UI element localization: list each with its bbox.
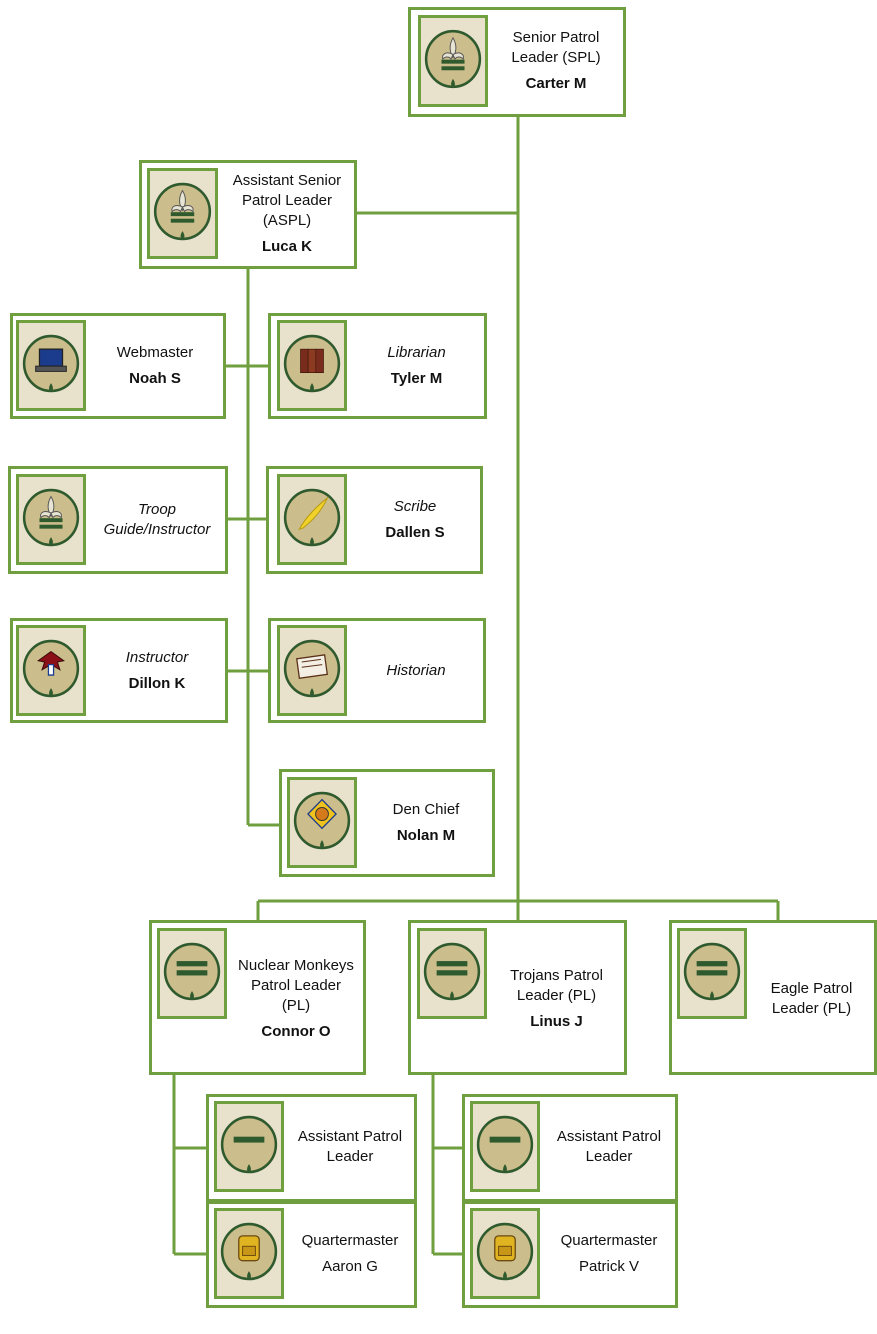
- position-text: Assistant Patrol Leader: [288, 1101, 412, 1192]
- scrapbook-icon: [280, 628, 344, 713]
- position-title: Webmaster: [116, 343, 194, 361]
- position-title: Assistant Senior Patrol Leader (ASPL): [232, 171, 342, 229]
- position-badge: [16, 474, 86, 565]
- position-title: Trojans Patrol Leader (PL): [510, 966, 603, 1004]
- fleur-de-lis-icon: [150, 171, 215, 256]
- position-badge: [147, 168, 218, 259]
- position-title: Assistant Patrol Leader: [556, 1127, 662, 1165]
- position-badge: [277, 625, 347, 716]
- position-title: Den Chief: [392, 800, 460, 818]
- person-name: Nolan M: [396, 826, 456, 844]
- backpack-icon: [217, 1211, 281, 1296]
- patrol-bar-icon: [217, 1104, 281, 1189]
- person-name: Dallen S: [385, 523, 445, 541]
- position-badge: [418, 15, 488, 107]
- patrol-bar-icon: [473, 1104, 537, 1189]
- person-name: Tyler M: [390, 369, 443, 387]
- person-name: Dillon K: [128, 674, 186, 692]
- person-name: Connor O: [261, 1022, 331, 1040]
- position-badge: [287, 777, 357, 868]
- eagle-icon: [19, 628, 83, 713]
- position-badge: [16, 625, 86, 716]
- position-text: Eagle Patrol Leader (PL): [751, 928, 872, 1069]
- position-badge: [470, 1208, 540, 1299]
- person-name: Noah S: [129, 369, 181, 387]
- backpack-icon: [473, 1211, 537, 1296]
- person-name: Luca K: [261, 237, 312, 255]
- position-title: Scribe: [393, 497, 437, 515]
- position-title: Instructor: [125, 648, 189, 666]
- position-badge: [470, 1101, 540, 1192]
- laptop-icon: [19, 323, 83, 408]
- patrol-bars-icon: [420, 931, 484, 1016]
- patrol-bars-icon: [160, 931, 224, 1016]
- position-badge: [214, 1101, 284, 1192]
- position-title: Senior Patrol Leader (SPL): [511, 29, 601, 66]
- person-name: Carter M: [525, 75, 587, 92]
- fleur-de-lis-icon: [421, 18, 485, 104]
- books-icon: [280, 323, 344, 408]
- tiger-icon: [290, 780, 354, 865]
- position-title: Historian: [386, 661, 446, 679]
- person-name: Linus J: [530, 1012, 583, 1030]
- position-title: Nuclear Monkeys Patrol Leader (PL): [238, 956, 354, 1014]
- position-title: Quartermaster: [301, 1231, 399, 1249]
- person-name: Aaron G: [322, 1257, 378, 1275]
- position-title: Troop Guide/Instructor: [103, 500, 211, 538]
- position-text: Assistant Patrol Leader: [544, 1101, 674, 1192]
- position-text: Historian: [351, 625, 481, 716]
- position-title: Eagle Patrol Leader (PL): [770, 979, 853, 1017]
- position-text: Nuclear Monkeys Patrol Leader (PL) Connor…: [228, 928, 364, 1069]
- position-badge: [277, 474, 347, 565]
- position-badge: [677, 928, 747, 1019]
- position-text: Trojans Patrol Leader (PL) Linus J: [491, 928, 622, 1069]
- position-title: Quartermaster: [560, 1231, 658, 1249]
- position-title: Librarian: [387, 343, 446, 361]
- position-badge: [277, 320, 347, 411]
- position-text: Senior Patrol Leader (SPL) Carter M: [492, 15, 620, 107]
- quill-icon: [280, 477, 344, 562]
- position-badge: [16, 320, 86, 411]
- position-title: Assistant Patrol Leader: [297, 1127, 403, 1165]
- patrol-bars-icon: [680, 931, 744, 1016]
- person-name: Patrick V: [578, 1257, 639, 1275]
- fleur-de-lis-icon: [19, 477, 83, 562]
- position-text: Troop Guide/Instructor: [90, 474, 224, 565]
- position-badge: [417, 928, 487, 1019]
- position-badge: [214, 1208, 284, 1299]
- position-text: Assistant Senior Patrol Leader (ASPL) Luc…: [222, 168, 352, 259]
- position-badge: [157, 928, 227, 1019]
